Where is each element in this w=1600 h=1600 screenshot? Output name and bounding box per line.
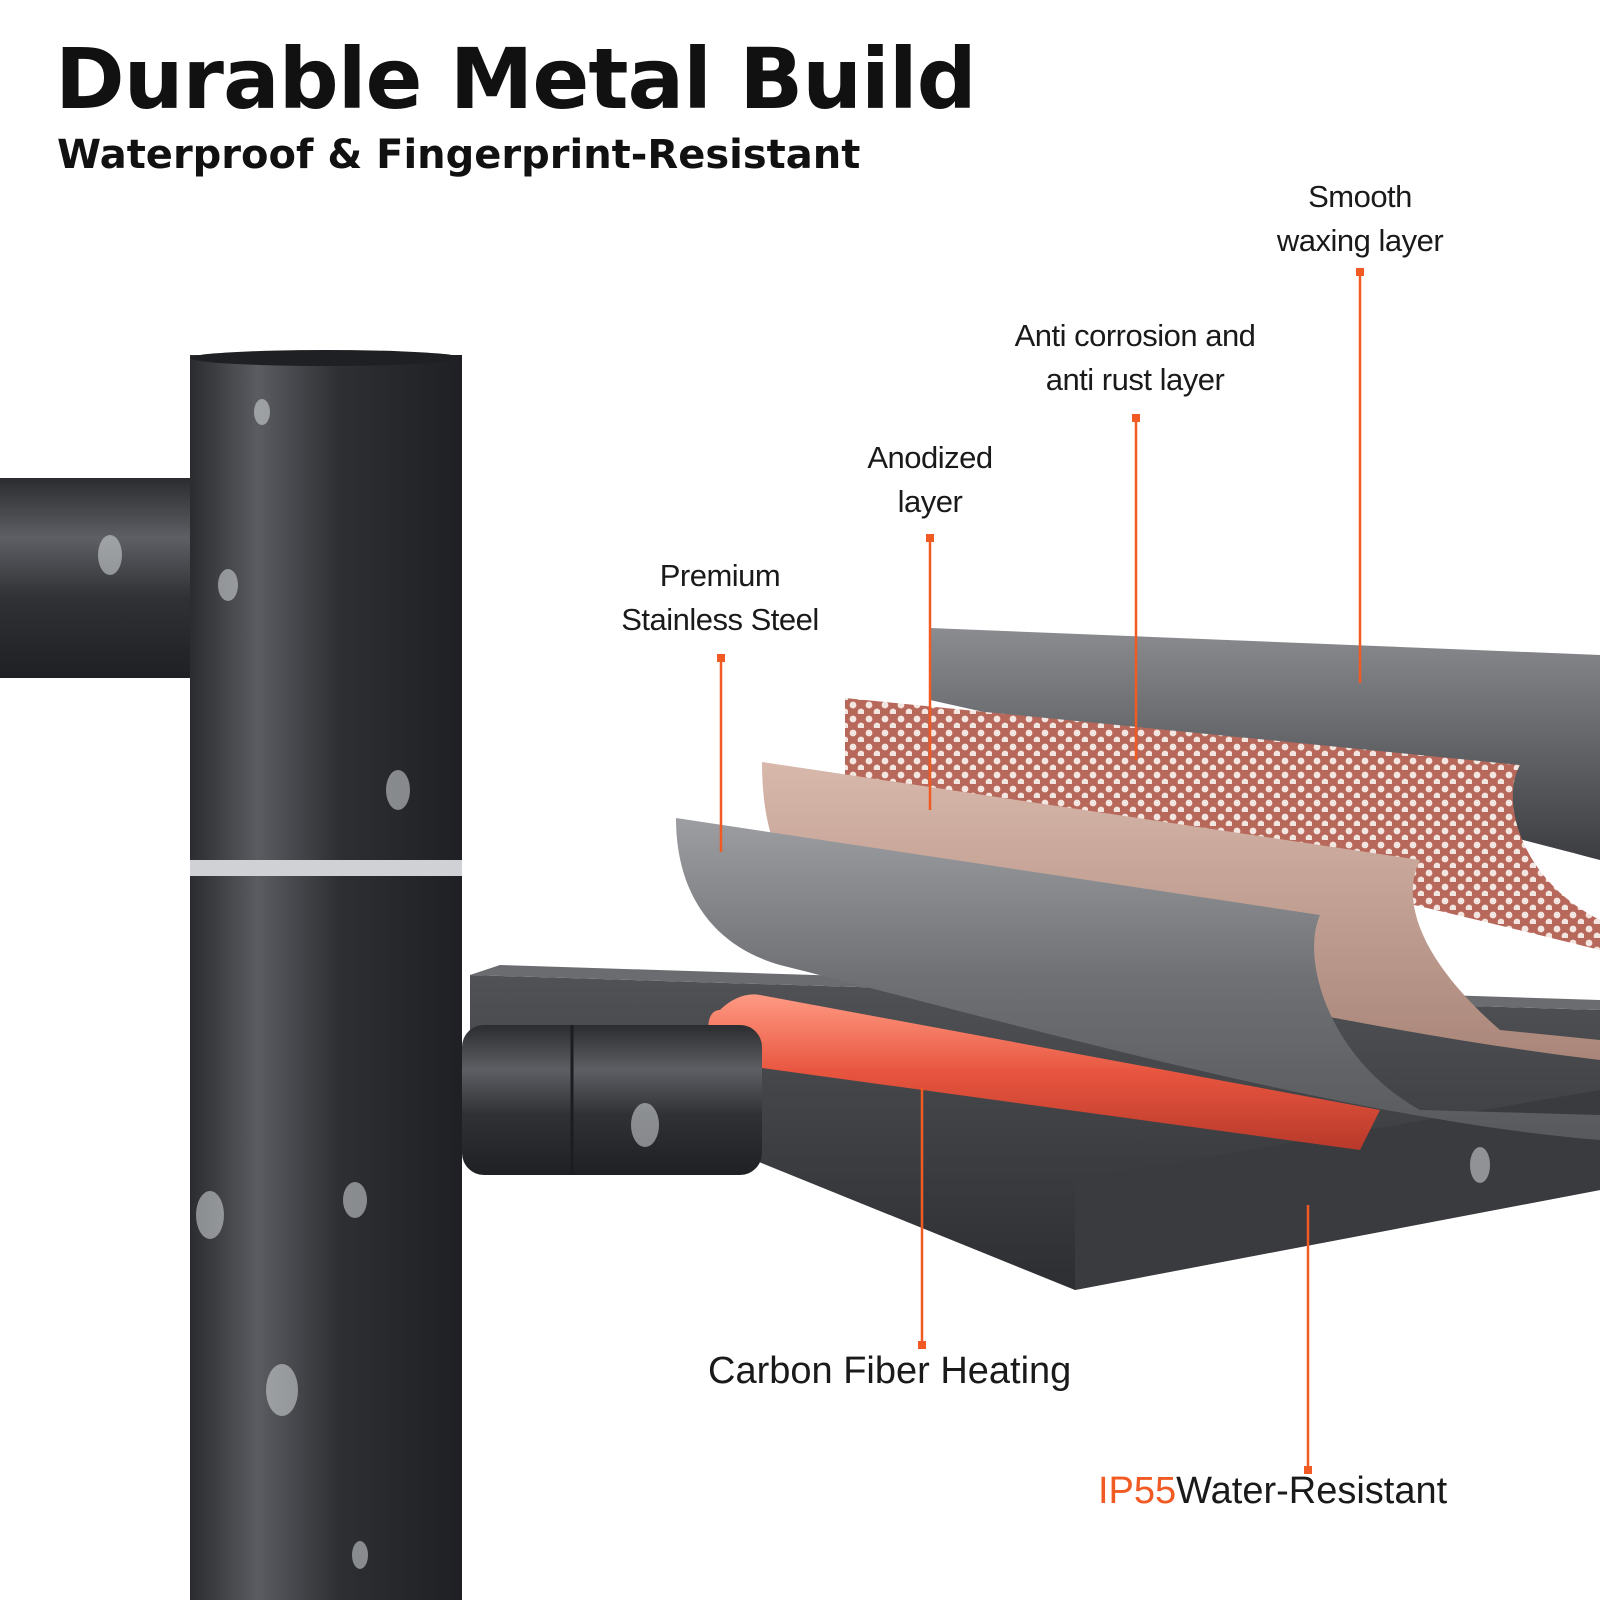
- callout-carbon-fiber-heating: Carbon Fiber Heating: [708, 1350, 1072, 1392]
- carbon-fiber-heater: [708, 994, 1380, 1150]
- ip-rating-text: Water-Resistant: [1176, 1470, 1448, 1512]
- pipe-joint-ring: [190, 860, 462, 876]
- vertical-pipe: [190, 355, 462, 1600]
- side-connector: [462, 1025, 762, 1175]
- callout-stainless-line1: Premium: [659, 558, 781, 593]
- callout-smooth-waxing: Smooth waxing layer: [1230, 175, 1490, 263]
- callout-anti-corrosion: Anti corrosion and anti rust layer: [975, 314, 1295, 402]
- callout-anti-corrosion-line1: Anti corrosion and: [1014, 318, 1256, 353]
- page-subtitle: Waterproof & Fingerprint-Resistant: [57, 132, 861, 178]
- ip-rating-code: IP55: [1098, 1470, 1177, 1512]
- page-title: Durable Metal Build: [55, 30, 977, 128]
- callout-stainless-line2: Stainless Steel: [621, 602, 819, 637]
- callout-anti-corrosion-line2: anti rust layer: [1045, 362, 1225, 397]
- water-droplets: [98, 399, 1490, 1569]
- stainless-steel-layer: [676, 818, 1600, 1140]
- callout-smooth-line1: Smooth: [1308, 179, 1412, 214]
- callout-anodized: Anodized layer: [820, 436, 1040, 524]
- callout-stainless-steel: Premium Stainless Steel: [595, 554, 845, 642]
- horizontal-pipe-top: [0, 478, 200, 678]
- callout-anodized-line1: Anodized: [867, 440, 993, 475]
- callout-smooth-line2: waxing layer: [1276, 223, 1444, 258]
- callout-ip-rating: IP55Water-Resistant: [1098, 1470, 1447, 1513]
- callout-anodized-line2: layer: [897, 484, 963, 519]
